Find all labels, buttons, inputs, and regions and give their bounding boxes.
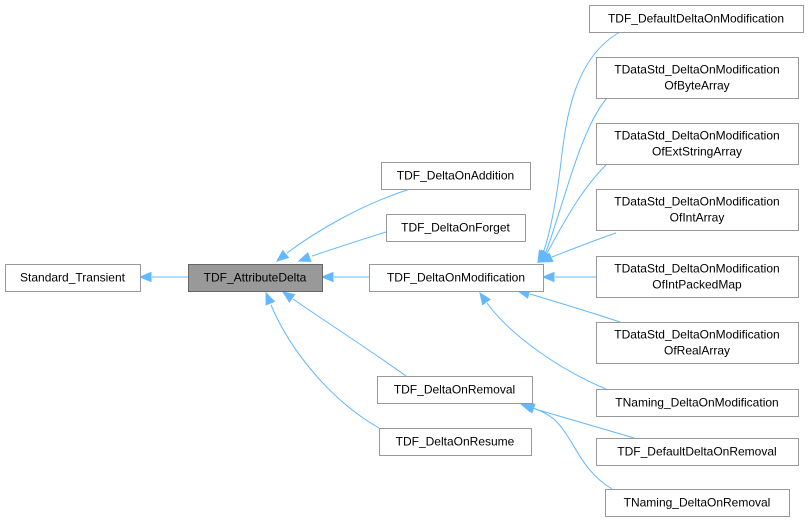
node-label: Standard_Transient <box>20 271 126 285</box>
node-label: OfRealArray <box>664 344 730 358</box>
edge-tdf_deltaonaddition-to-tdf_attributedelta <box>275 188 411 262</box>
node-box <box>596 438 799 466</box>
node-label: TDF_DeltaOnRemoval <box>394 383 515 397</box>
class-node-tnaming_deltaonmodification[interactable]: TNaming_DeltaOnModification <box>596 389 799 417</box>
class-node-tdatastd_deltaonmodificationofextstringarray[interactable]: TDataStd_DeltaOnModificationOfExtStringA… <box>596 123 799 165</box>
edge-tdatastd_deltaonmodificationofintpackedmap-to-tdf_deltaonmodification <box>541 271 596 283</box>
node-box <box>386 214 526 242</box>
edge-tdf_deltaonmodification-to-tdf_attributedelta <box>320 271 369 283</box>
node-box <box>596 57 799 99</box>
edge-tdf_attributedelta-to-standard_transient <box>138 271 188 283</box>
arrowhead <box>539 252 554 263</box>
edge-tdatastd_deltaonmodificationofintarray-to-tdf_deltaonmodification <box>539 232 617 263</box>
edge-tnaming_deltaonmodification-to-tdf_deltaonmodification <box>479 291 607 390</box>
class-node-tdf_deltaonforget[interactable]: TDF_DeltaOnForget <box>386 214 526 242</box>
node-box <box>605 489 790 517</box>
edge-tdf_deltaonresume-to-tdf_attributedelta <box>265 291 380 429</box>
arrowhead <box>138 271 152 283</box>
node-box <box>596 389 799 417</box>
arrowhead <box>297 252 312 262</box>
node-label: TDataStd_DeltaOnModification <box>614 129 779 143</box>
node-label: OfExtStringArray <box>652 145 742 159</box>
node-label: TNaming_DeltaOnRemoval <box>624 496 771 510</box>
node-box <box>596 189 799 231</box>
node-label: TDF_AttributeDelta <box>204 271 307 285</box>
arrowhead <box>479 291 491 306</box>
node-label: TDataStd_DeltaOnModification <box>614 63 779 77</box>
class-node-tdf_deltaonaddition[interactable]: TDF_DeltaOnAddition <box>381 162 531 190</box>
class-node-tdf_deltaonresume[interactable]: TDF_DeltaOnResume <box>379 428 532 456</box>
class-node-standard_transient[interactable]: Standard_Transient <box>5 264 141 292</box>
edges <box>138 31 635 490</box>
node-box <box>188 264 323 292</box>
node-label: TNaming_DeltaOnModification <box>615 396 778 410</box>
node-label: TDataStd_DeltaOnModification <box>614 195 779 209</box>
arrowhead <box>265 291 276 306</box>
node-box <box>369 264 544 292</box>
node-label: TDF_DeltaOnModification <box>387 271 525 285</box>
edge-tdatastd_deltaonmodificationofbytearray-to-tdf_deltaonmodification <box>538 97 608 264</box>
node-box <box>377 376 533 404</box>
node-box <box>5 264 141 292</box>
node-label: OfIntArray <box>670 211 725 225</box>
node-box <box>379 428 532 456</box>
node-label: TDF_DeltaOnResume <box>396 435 515 449</box>
class-node-tdf_defaultdeltaonremoval[interactable]: TDF_DefaultDeltaOnRemoval <box>596 438 799 466</box>
class-node-tdatastd_deltaonmodificationofintpackedmap[interactable]: TDataStd_DeltaOnModificationOfIntPackedM… <box>596 256 799 298</box>
edge-tdf_deltaonforget-to-tdf_attributedelta <box>297 231 387 262</box>
class-node-tdf_deltaonmodification[interactable]: TDF_DeltaOnModification <box>369 264 544 292</box>
node-label: OfIntPackedMap <box>652 278 742 292</box>
node-label: OfByteArray <box>664 79 729 93</box>
arrowhead <box>541 271 555 283</box>
node-box <box>589 5 804 33</box>
arrowhead <box>275 249 290 262</box>
node-label: TDataStd_DeltaOnModification <box>614 328 779 342</box>
arrowhead <box>281 291 296 303</box>
class-node-tdf_defaultdeltaonmodification[interactable]: TDF_DefaultDeltaOnModification <box>589 5 804 33</box>
class-node-tdf_attributedelta: TDF_AttributeDelta <box>188 264 323 292</box>
arrowhead <box>320 271 334 283</box>
node-label: TDF_DeltaOnForget <box>401 221 510 235</box>
node-label: TDF_DefaultDeltaOnModification <box>608 12 784 26</box>
class-node-tnaming_deltaonremoval[interactable]: TNaming_DeltaOnRemoval <box>605 489 790 517</box>
node-box <box>381 162 531 190</box>
node-label: TDF_DefaultDeltaOnRemoval <box>617 445 776 459</box>
class-node-tdf_deltaonremoval[interactable]: TDF_DeltaOnRemoval <box>377 376 533 404</box>
node-label: TDF_DeltaOnAddition <box>397 169 514 183</box>
node-box <box>596 322 799 364</box>
node-label: TDataStd_DeltaOnModification <box>614 262 779 276</box>
node-box <box>596 256 799 298</box>
node-box <box>596 123 799 165</box>
edge-tdf_deltaonremoval-to-tdf_attributedelta <box>281 291 407 377</box>
